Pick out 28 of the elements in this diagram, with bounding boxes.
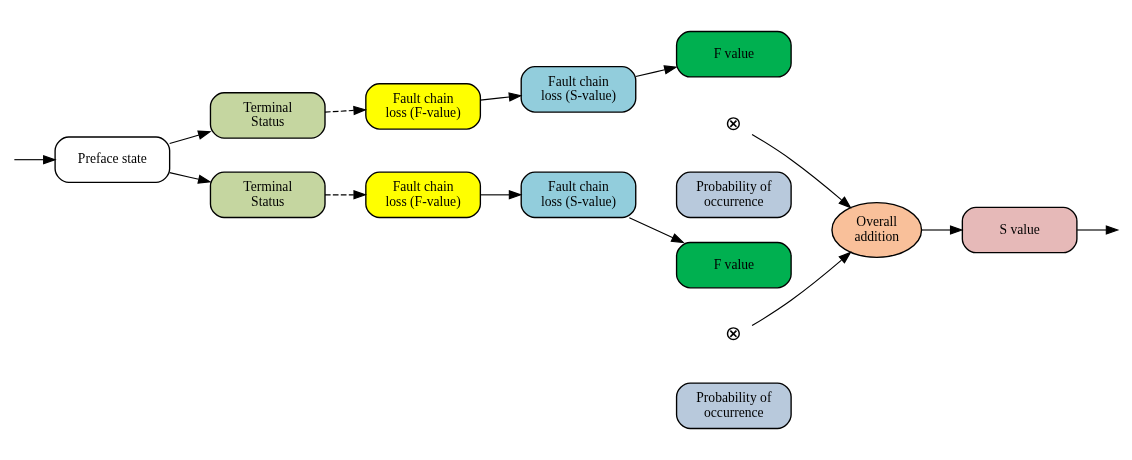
node-box: Terminal Status — [209, 92, 326, 139]
node-text: ⊗ — [725, 111, 743, 134]
node-box: Fault chain loss (S-value) — [520, 171, 637, 219]
arrow — [635, 65, 678, 78]
arrow — [1076, 225, 1120, 235]
node-box: Probability of occurrence — [675, 382, 792, 430]
arrow — [13, 154, 57, 165]
arrow — [324, 105, 368, 116]
arrow — [628, 217, 685, 244]
node-ellipse: Overall addition — [831, 202, 923, 258]
node-box: Preface state — [54, 136, 171, 184]
node-box: Terminal Status — [209, 171, 326, 219]
arrow — [324, 190, 368, 200]
arrow — [751, 133, 852, 209]
node-box: Fault chain loss (F-value) — [365, 83, 482, 130]
node-text: ⊗ — [725, 322, 743, 345]
node-box: F value — [675, 241, 792, 289]
arrow — [169, 130, 212, 145]
arrow — [479, 190, 523, 200]
arrow — [169, 172, 212, 184]
arrow — [479, 92, 523, 102]
node-box: Probability of occurrence — [675, 171, 792, 219]
node-box: S value — [961, 206, 1078, 254]
node-box: Fault chain loss (F-value) — [365, 171, 482, 219]
node-box: Fault chain loss (S-value) — [520, 66, 637, 113]
arrow — [751, 251, 852, 327]
node-box: F value — [675, 30, 792, 78]
arrow — [921, 225, 964, 235]
